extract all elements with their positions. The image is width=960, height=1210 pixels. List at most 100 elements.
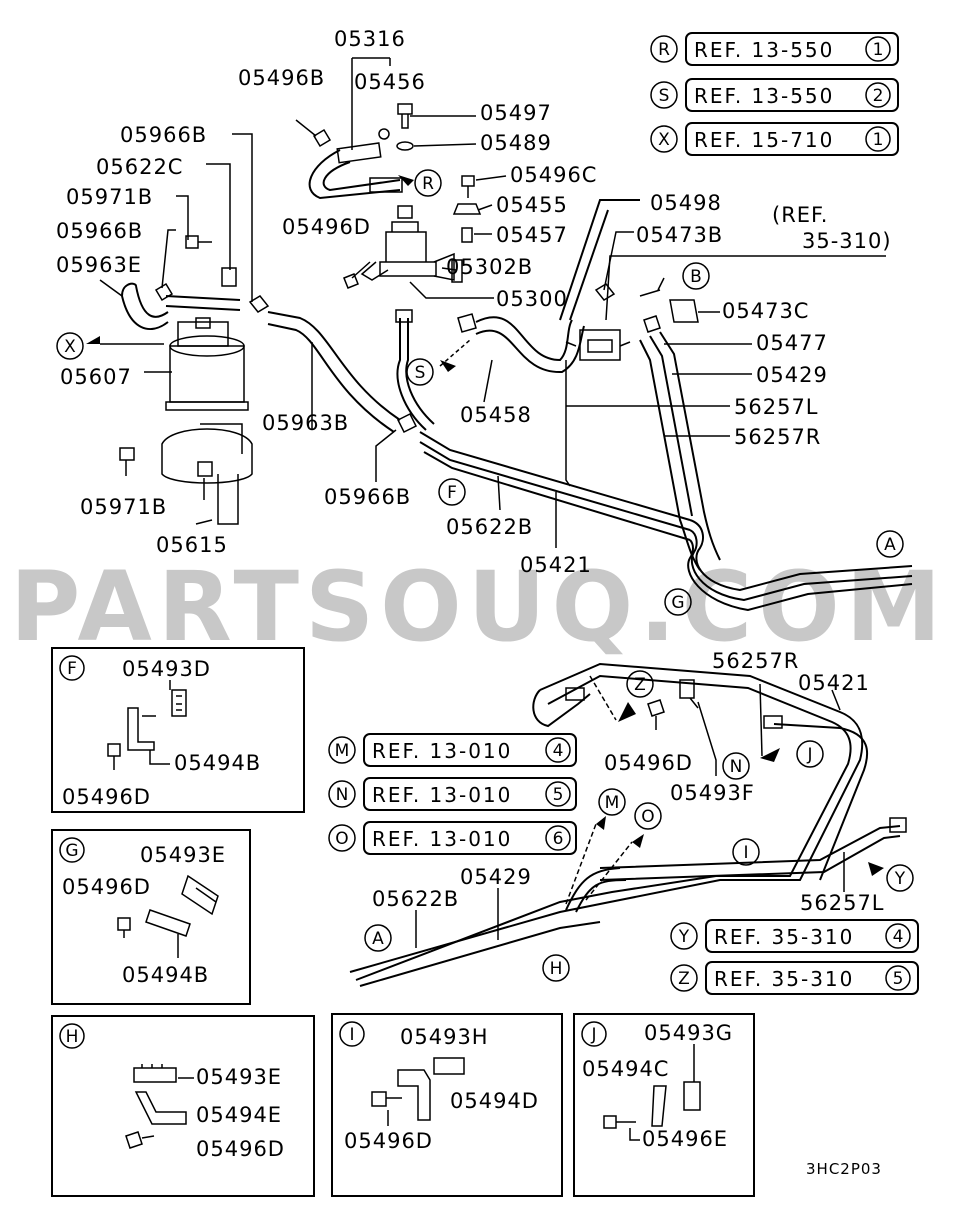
ref-letter: R: [658, 40, 670, 60]
callout-H[interactable]: H: [542, 954, 570, 982]
label-05496B: 05496B: [238, 66, 325, 90]
diagram-code: 3HC2P03: [806, 1160, 882, 1178]
svg-text:A: A: [884, 535, 896, 555]
callout-Z[interactable]: Z: [626, 670, 654, 698]
ref-X[interactable]: X REF. 15-710 1: [650, 122, 899, 156]
label-05966B-bottom: 05966B: [324, 485, 411, 509]
svg-text:O: O: [641, 807, 654, 827]
label-05300: 05300: [496, 287, 568, 311]
callout-G[interactable]: G: [664, 588, 692, 616]
callout-S[interactable]: S: [406, 358, 434, 386]
label-05458: 05458: [460, 403, 532, 427]
svg-text:H: H: [550, 959, 563, 979]
svg-text:REF. 13-010: REF. 13-010: [372, 827, 512, 851]
svg-text:J: J: [590, 1025, 596, 1045]
svg-text:N: N: [336, 785, 349, 805]
svg-text:Z: Z: [634, 675, 646, 695]
label-05971B-top: 05971B: [66, 185, 153, 209]
label-05615: 05615: [156, 533, 228, 557]
ref-num: 1: [873, 130, 884, 150]
svg-text:A: A: [372, 929, 384, 949]
svg-text:5: 5: [893, 969, 904, 989]
label-05455: 05455: [496, 193, 568, 217]
svg-text:I: I: [743, 843, 748, 863]
callout-N[interactable]: N: [722, 752, 750, 780]
lower-pipe-drawing: [349, 662, 907, 987]
ref-box: [685, 78, 899, 112]
callout-I[interactable]: I: [732, 838, 760, 866]
ref-S[interactable]: S REF. 13-550 2: [650, 78, 899, 112]
label-05622C: 05622C: [96, 155, 183, 179]
callout-F[interactable]: F: [438, 478, 466, 506]
ref-R[interactable]: R REF. 13-550 1: [650, 32, 899, 66]
ref-text: REF. 13-550: [694, 38, 834, 62]
svg-text:6: 6: [553, 829, 564, 849]
callout-X[interactable]: X: [56, 332, 84, 360]
ref-M[interactable]: M REF. 13-010 4: [328, 733, 577, 767]
svg-text:05494D: 05494D: [450, 1089, 539, 1113]
svg-text:4: 4: [553, 741, 564, 761]
ref-box: [685, 122, 899, 156]
ref-note-line2: 35-310): [802, 229, 892, 253]
svg-text:F: F: [67, 659, 77, 679]
svg-text:REF. 35-310: REF. 35-310: [714, 925, 854, 949]
label-05496D-bottom: 05496D: [604, 751, 693, 775]
label-05496C: 05496C: [510, 163, 597, 187]
ref-Z[interactable]: Z REF. 35-310 5: [670, 961, 919, 995]
callout-A-top[interactable]: A: [876, 530, 904, 558]
ref-O[interactable]: O REF. 13-010 6: [328, 821, 577, 855]
callout-M[interactable]: M: [598, 788, 626, 816]
svg-text:X: X: [64, 337, 76, 357]
svg-text:REF. 13-010: REF. 13-010: [372, 783, 512, 807]
watermark: PARTSOUQ.COM: [10, 551, 947, 663]
ref-note-line1: (REF.: [772, 203, 828, 227]
label-05493F: 05493F: [670, 781, 755, 805]
label-56257L-top: 56257L: [734, 395, 819, 419]
svg-text:05493E: 05493E: [196, 1065, 282, 1089]
ref-num: 1: [873, 40, 884, 60]
callout-A-bottom[interactable]: A: [364, 924, 392, 952]
ref-circle: [650, 81, 678, 109]
ref-letter: S: [659, 86, 670, 106]
label-05316: 05316: [334, 27, 406, 51]
ref-box: [685, 32, 899, 66]
label-05622B-top: 05622B: [446, 515, 533, 539]
label-05421-top: 05421: [520, 553, 592, 577]
svg-text:05494E: 05494E: [196, 1103, 282, 1127]
svg-text:REF. 35-310: REF. 35-310: [714, 967, 854, 991]
callout-Y[interactable]: Y: [886, 864, 914, 892]
label-56257R-bottom: 56257R: [712, 649, 799, 673]
ref-circle: [650, 125, 678, 153]
label-05496D-top: 05496D: [282, 215, 371, 239]
svg-text:4: 4: [893, 927, 904, 947]
svg-text:05493E: 05493E: [140, 843, 226, 867]
svg-text:05496D: 05496D: [196, 1137, 285, 1161]
svg-text:Y: Y: [678, 927, 690, 947]
svg-text:N: N: [730, 757, 743, 777]
callout-J[interactable]: J: [796, 740, 824, 768]
label-05421-bottom: 05421: [798, 671, 870, 695]
detail-box-F: F 05493D 05494B 05496D: [51, 647, 305, 813]
detail-box-J: J 05493G 05494C 05496E: [573, 1013, 755, 1197]
callout-B[interactable]: B: [682, 262, 710, 290]
ref-num-circle: [865, 126, 891, 152]
svg-text:J: J: [806, 745, 812, 765]
ref-N[interactable]: N REF. 13-010 5: [328, 777, 577, 811]
svg-text:05493H: 05493H: [400, 1025, 489, 1049]
svg-text:H: H: [66, 1027, 79, 1047]
label-05971B-bottom: 05971B: [80, 495, 167, 519]
svg-text:05496D: 05496D: [62, 875, 151, 899]
callout-R[interactable]: R: [414, 169, 442, 197]
svg-text:G: G: [671, 593, 684, 613]
ref-Y[interactable]: Y REF. 35-310 4: [670, 919, 919, 953]
label-05498: 05498: [650, 191, 722, 215]
svg-text:R: R: [422, 174, 434, 194]
callout-O[interactable]: O: [634, 802, 662, 830]
svg-text:M: M: [605, 793, 620, 813]
svg-text:O: O: [335, 829, 348, 849]
svg-text:05493G: 05493G: [644, 1021, 733, 1045]
ref-text: REF. 13-550: [694, 84, 834, 108]
label-05497: 05497: [480, 101, 552, 125]
detail-box-G: G 05493E 05496D 05494B: [51, 829, 251, 1005]
label-05966B-mid: 05966B: [56, 219, 143, 243]
